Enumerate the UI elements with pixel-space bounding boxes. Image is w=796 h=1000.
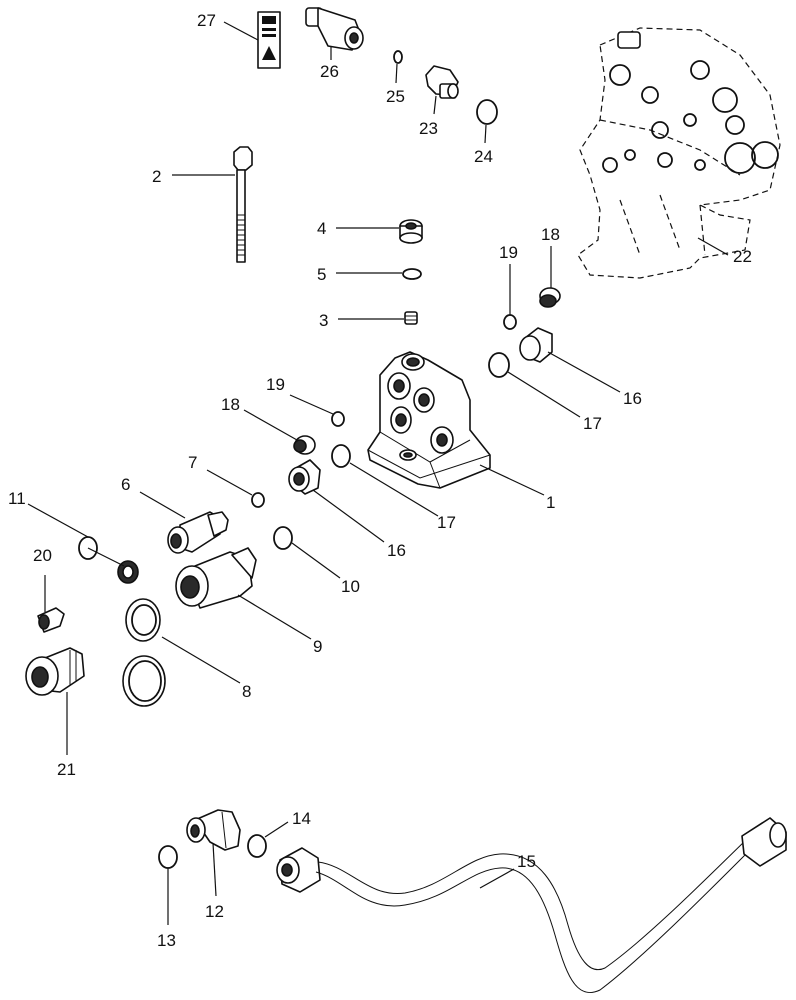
plug-part-4 (399, 219, 423, 244)
callout-3: 3 (319, 311, 328, 330)
o-ring-part-17-right (488, 352, 510, 378)
callout-25: 25 (386, 87, 405, 106)
tube-part-15 (276, 817, 787, 993)
callout-27: 27 (197, 11, 216, 30)
adapter-part-21 (25, 647, 85, 696)
callout-22: 22 (733, 247, 752, 266)
plug-part-20 (37, 607, 65, 633)
o-ring-part-24 (476, 99, 498, 125)
o-ring-part-7 (251, 492, 265, 508)
callout-7: 7 (188, 453, 197, 472)
callout-4: 4 (317, 219, 326, 238)
o-ring-part-14 (247, 834, 267, 858)
plug-part-16-mid (288, 459, 321, 495)
o-ring-part-10 (273, 526, 293, 550)
callout-23: 23 (419, 119, 438, 138)
callout-8: 8 (242, 682, 251, 701)
callout-11: 11 (8, 489, 26, 508)
callout-9: 9 (313, 637, 322, 656)
callout-15: 15 (517, 852, 536, 871)
callout-2: 2 (152, 167, 161, 186)
decal-part-27 (257, 11, 281, 69)
callout-20: 20 (33, 546, 52, 565)
callout-16-right: 16 (623, 389, 642, 408)
o-ring-part-17-mid (331, 444, 351, 468)
callout-10: 10 (341, 577, 360, 596)
o-ring-part-19-mid (331, 411, 345, 427)
plug-part-16-right (519, 327, 553, 363)
adapter-part-9 (175, 547, 257, 609)
valve-assembly-part-22 (577, 27, 781, 279)
callout-21: 21 (57, 760, 76, 779)
callout-6: 6 (121, 475, 130, 494)
callout-16-mid: 16 (387, 541, 406, 560)
gaskets-part-8 (122, 598, 166, 707)
callout-12: 12 (205, 902, 224, 921)
callout-1: 1 (546, 493, 555, 512)
callout-19-right: 19 (499, 243, 518, 262)
callout-24: 24 (474, 147, 493, 166)
plug-part-23 (425, 65, 459, 99)
seal-rings-part-11 (78, 536, 139, 584)
callout-5: 5 (317, 265, 326, 284)
o-ring-part-5 (402, 268, 422, 280)
callout-labels: 1 2 3 4 5 6 7 8 9 10 11 12 13 14 15 16 1… (8, 11, 752, 950)
callout-18-right: 18 (541, 225, 560, 244)
o-ring-part-13 (158, 845, 178, 869)
callout-18-mid: 18 (221, 395, 240, 414)
sensor-part-26 (305, 7, 364, 51)
plug-part-18-mid (293, 435, 316, 455)
o-ring-part-25 (393, 50, 403, 64)
callout-26: 26 (320, 62, 339, 81)
plug-part-18-right (539, 287, 561, 308)
callout-17-right: 17 (583, 414, 602, 433)
callout-19-mid: 19 (266, 375, 285, 394)
o-ring-part-19-right (503, 314, 517, 330)
manifold-body-part-1 (367, 351, 491, 489)
bolt-part-2 (233, 146, 253, 263)
leader-lines (27, 21, 729, 925)
callout-14: 14 (292, 809, 311, 828)
plug-part-3 (404, 311, 418, 325)
fitting-part-6 (167, 511, 229, 554)
callout-17-mid: 17 (437, 513, 456, 532)
callout-13: 13 (157, 931, 176, 950)
